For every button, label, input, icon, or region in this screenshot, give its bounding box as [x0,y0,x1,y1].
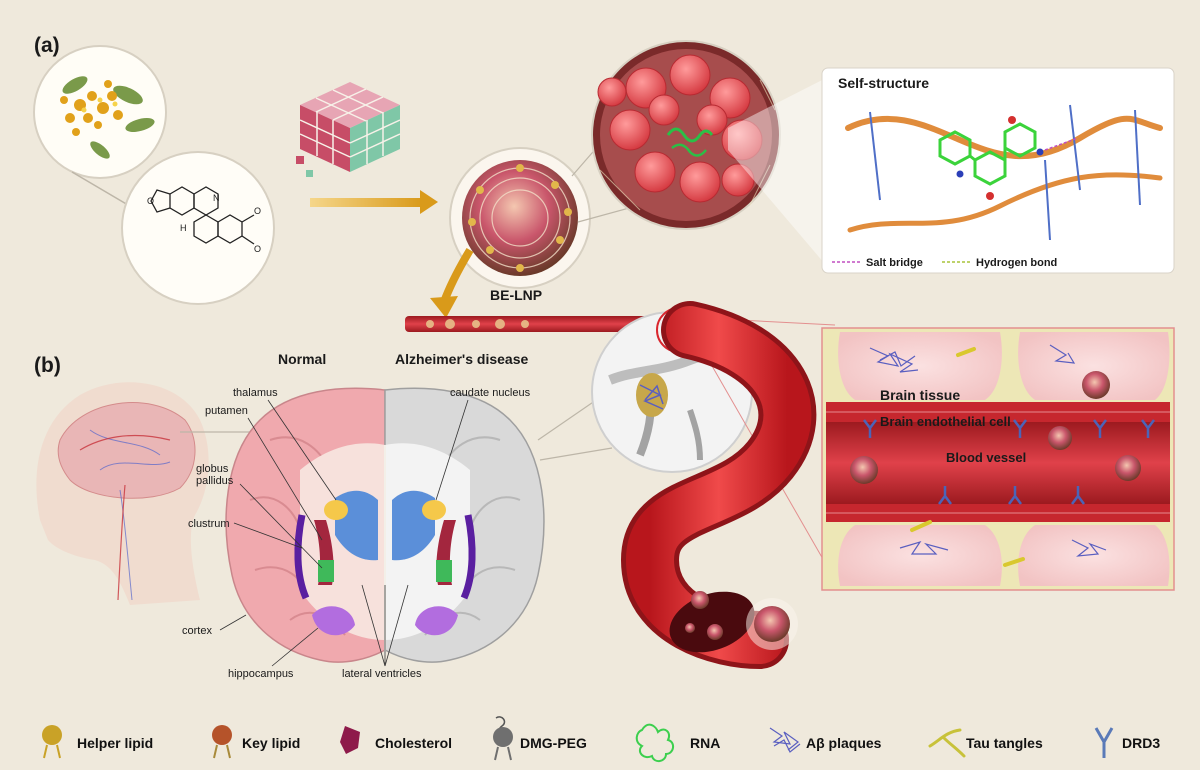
be-lnp-nanoparticle: BE-LNP [449,147,591,303]
self-structure-panel: Self-structure Salt bridge Hydrogen bond [821,67,1175,274]
cortex-label: cortex [182,625,212,637]
legend-abeta-plaques: Aβ plaques [806,735,882,751]
helper-lipid-icon [42,725,62,759]
legend-dmg-peg: DMG-PEG [520,735,587,751]
brain-tissue-label: Brain tissue [880,387,960,403]
legend-rna: RNA [690,735,720,751]
lnp-interior-zoom [591,40,781,230]
brain-labels: thalamus putamen globus pallidus clustru… [182,387,531,680]
key-lipid-icon [212,725,232,759]
svg-text:O: O [147,196,154,206]
legend-tau-tangles: Tau tangles [966,735,1043,751]
compound-cube [296,82,401,177]
thalamus-label: thalamus [233,387,278,399]
svg-text:N: N [213,193,220,203]
lateral-ventricles-label: lateral ventricles [342,668,422,680]
drd3-icon [1094,727,1114,758]
clustrum-label: clustrum [188,518,230,530]
tau-tangles-icon [928,728,966,758]
caudate-nucleus-label: caudate nucleus [450,387,531,399]
hydrogen-label: H [180,223,187,233]
legend-drd3: DRD3 [1122,735,1160,751]
svg-text:O: O [254,206,261,216]
be-lnp-label: BE-LNP [490,287,542,303]
abeta-plaques-icon [769,727,801,753]
rna-icon [635,723,674,762]
legend-helper-lipid: Helper lipid [77,735,153,751]
legend-cholesterol: Cholesterol [375,735,452,751]
salt-bridge-label: Salt bridge [866,257,923,269]
hippocampus-label: hippocampus [228,668,294,680]
plant-image [33,45,167,179]
cholesterol-icon [340,726,360,754]
alzheimers-heading: Alzheimer's disease [395,351,529,367]
svg-text:O: O [254,244,261,254]
self-structure-title: Self-structure [838,75,929,91]
normal-heading: Normal [278,351,326,367]
delivery-arrow [440,247,474,304]
panel-b-label: (b) [34,354,61,377]
pallidus-label: pallidus [196,475,234,487]
synthesis-arrow [310,190,438,214]
globus-label: globus [196,463,229,475]
blood-vessel-label: Blood vessel [946,450,1026,465]
human-head-illustration [36,382,209,605]
putamen-label: putamen [205,405,248,417]
legend-key-lipid: Key lipid [242,735,300,751]
legend: Helper lipid Key lipid Cholesterol DMG-P… [42,716,1160,762]
dmg-peg-icon [493,716,513,761]
s-shaped-vessel [620,301,817,669]
berberine-molecule: O N H O O [121,151,275,305]
hydrogen-bond-label: Hydrogen bond [976,257,1057,269]
panel-a-label: (a) [34,34,60,57]
lnp-in-vessel [746,598,798,650]
bbb-detail-panel: Brain tissue Brain endothelial cell Bloo… [821,327,1175,591]
blood-vessel-tube [405,316,675,332]
endothelial-label: Brain endothelial cell [880,414,1011,429]
